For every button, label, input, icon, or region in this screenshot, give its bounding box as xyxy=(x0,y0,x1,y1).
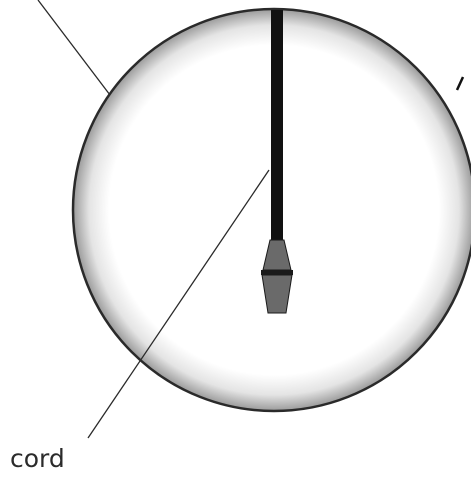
cord xyxy=(271,10,283,242)
top-right-tick-mark xyxy=(457,77,463,90)
plug-band xyxy=(261,270,293,275)
top-left-leader-line xyxy=(38,0,110,95)
cord-label: cord xyxy=(10,446,65,471)
